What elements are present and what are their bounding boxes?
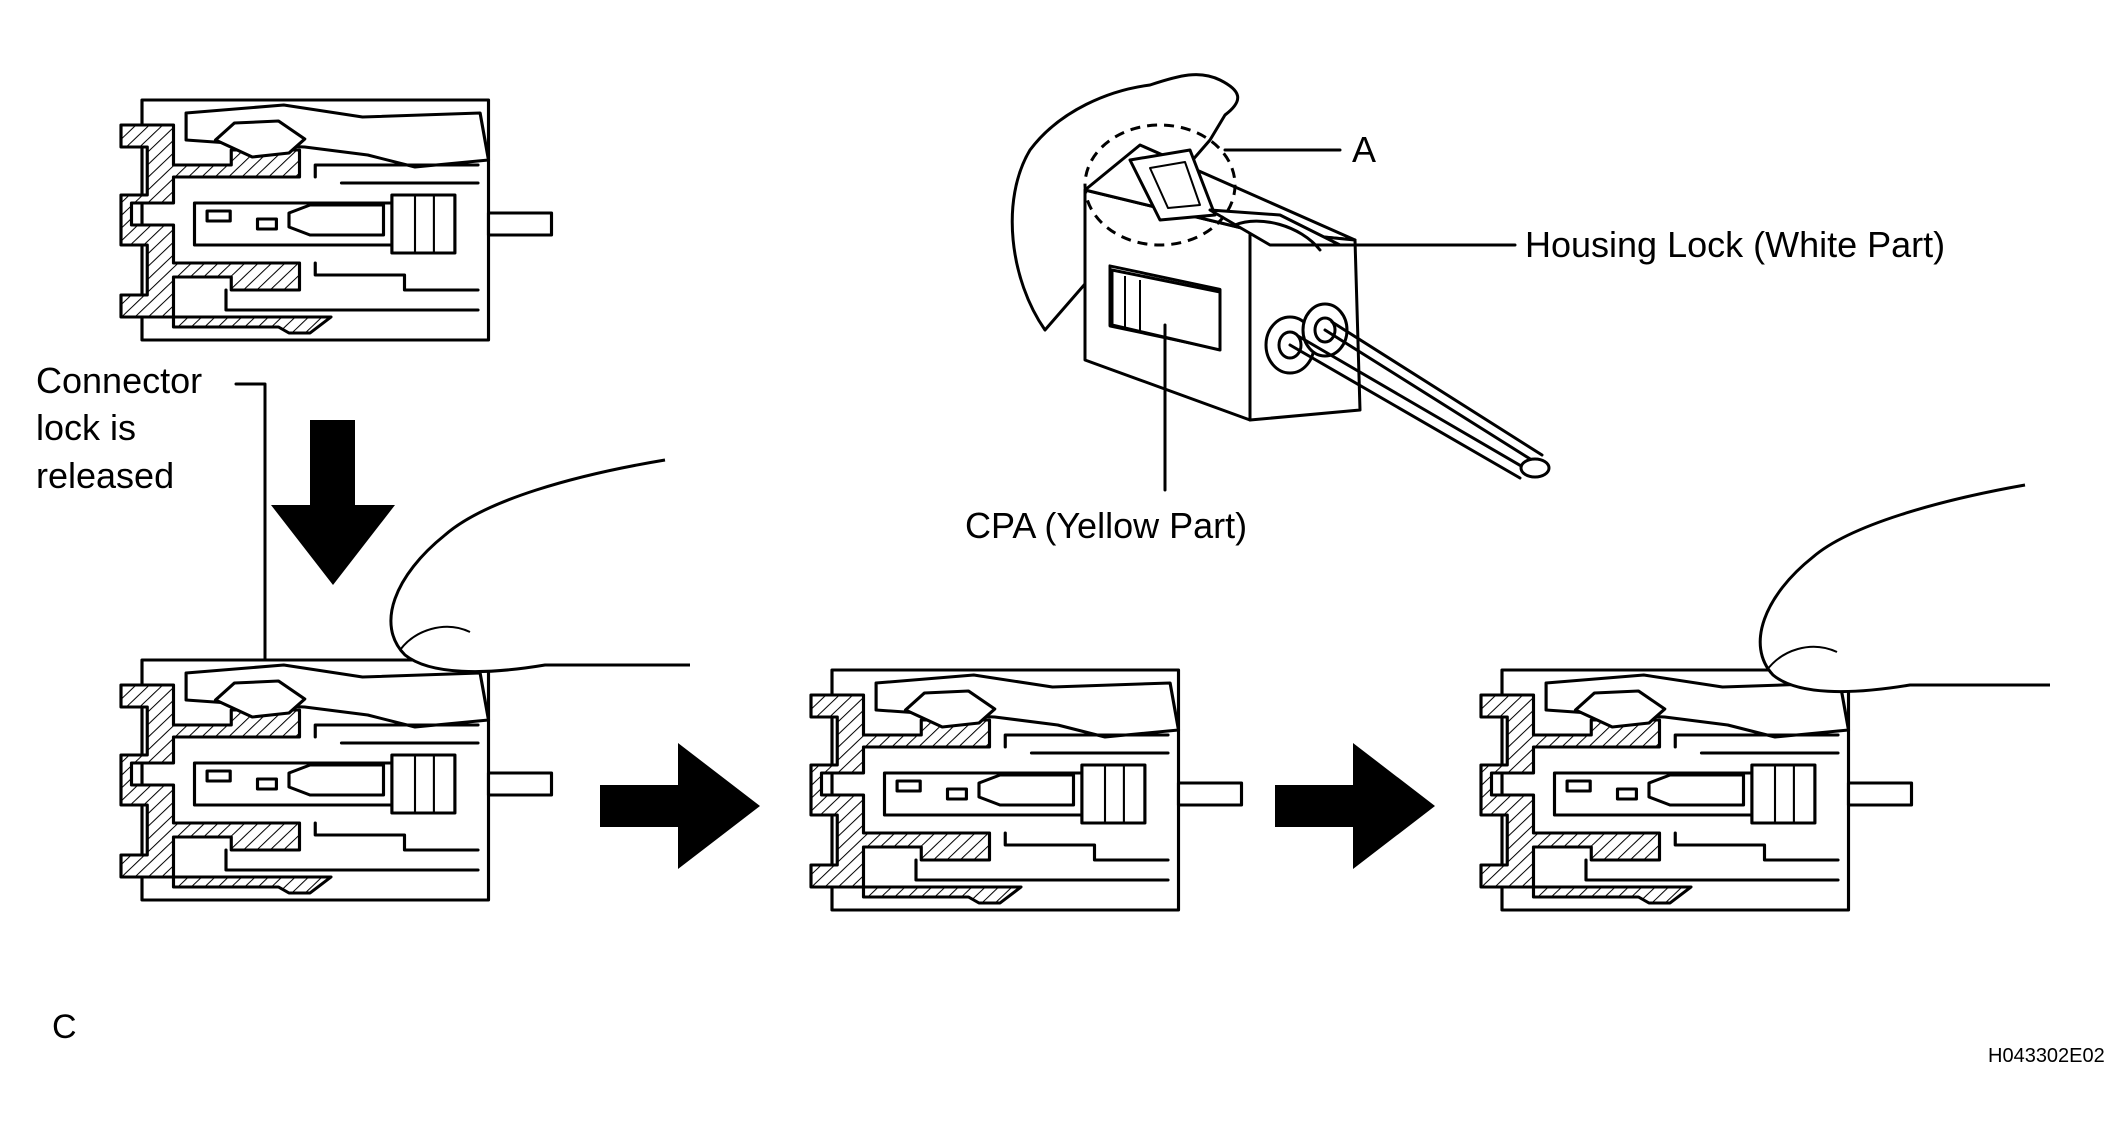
panel-letter: C [52, 1008, 77, 1046]
connector-lock-label: Connector lock is released [36, 360, 267, 692]
connector-lock-leader-line [234, 382, 267, 692]
figure-code: H043302E02 [1988, 1045, 2105, 1067]
finger-icon [389, 458, 690, 674]
connector-section-sliding [809, 668, 1244, 912]
callout-a-circle [1083, 123, 1237, 247]
arrow-right-icon [600, 743, 760, 869]
connector-section-initial [119, 98, 554, 342]
arrow-down-icon [271, 420, 395, 585]
connector-isometric-illustration [1010, 73, 1551, 480]
callout-a-label: A [1352, 129, 1376, 170]
connector-lock-label-line2: lock is [36, 407, 136, 448]
finger-icon [1758, 483, 2050, 694]
cpa-label: CPA (Yellow Part) [965, 505, 1247, 546]
connector-section-disconnected [1479, 668, 1914, 912]
arrow-right-icon [1275, 743, 1435, 869]
connector-lock-label-line3: released [36, 455, 174, 496]
connector-lock-label-line1: Connector [36, 360, 202, 401]
housing-lock-label: Housing Lock (White Part) [1525, 224, 1945, 265]
connector-section-pressed [119, 658, 554, 902]
